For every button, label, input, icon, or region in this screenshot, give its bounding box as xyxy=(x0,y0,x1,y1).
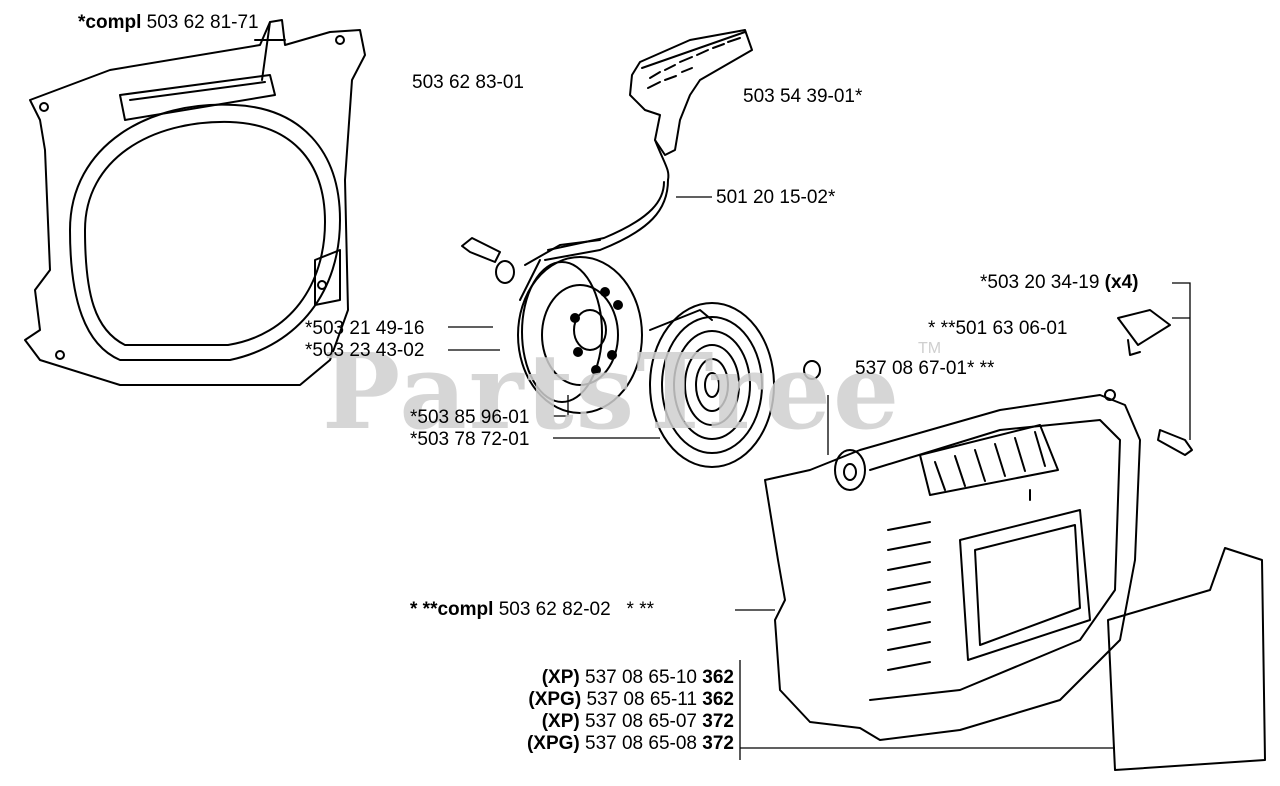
decal-variant: (XP) xyxy=(541,667,580,688)
cover-compl-label[interactable]: * **compl 503 62 82-02 * ** xyxy=(410,599,654,621)
housing-compl-prefix: *compl xyxy=(78,12,142,33)
decal-model: 362 xyxy=(702,689,734,710)
decal-model: 372 xyxy=(702,711,734,732)
rope-label[interactable]: 501 20 15-02* xyxy=(716,187,836,208)
decal-model: 372 xyxy=(702,733,734,754)
grommet-label[interactable]: * **501 63 06-01 xyxy=(928,318,1068,339)
partstree-watermark: PartsTree xyxy=(322,330,902,453)
decal-list: (XP) 537 08 65-10 362 (XPG) 537 08 65-11… xyxy=(470,667,734,755)
screw-top-label[interactable]: *503 20 34-19 (x4) xyxy=(980,272,1138,294)
decal-number: 537 08 65-11 xyxy=(586,689,698,710)
cover-compl-suffix: * ** xyxy=(626,599,655,620)
housing-compl-number: 503 62 81-71 xyxy=(146,12,259,33)
decal-variant: (XPG) xyxy=(526,733,580,754)
decal-row[interactable]: (XPG) 537 08 65-08 372 xyxy=(470,733,734,755)
screw-top-number: *503 20 34-19 xyxy=(980,272,1100,293)
trademark-mark: TM xyxy=(918,340,942,357)
handle-label[interactable]: 503 54 39-01* xyxy=(743,86,863,107)
handle-group-label[interactable]: 503 62 83-01 xyxy=(412,72,524,93)
spring-b-label[interactable]: *503 78 72-01 xyxy=(410,429,530,450)
decal-row[interactable]: (XPG) 537 08 65-11 362 xyxy=(470,689,734,711)
decal-drawing xyxy=(1107,547,1266,771)
spring-a-label[interactable]: *503 85 96-01 xyxy=(410,407,530,428)
decal-model: 362 xyxy=(702,667,734,688)
leader-lines xyxy=(448,196,1191,760)
starter-handle-drawing xyxy=(544,29,753,261)
screw-left-a-label[interactable]: *503 21 49-16 xyxy=(305,318,425,339)
bushing-label[interactable]: 537 08 67-01* ** xyxy=(855,358,995,379)
decal-number: 537 08 65-08 xyxy=(585,733,698,754)
starter-cover-drawing xyxy=(764,389,1141,741)
cover-compl-prefix: * **compl xyxy=(410,599,494,620)
fan-housing-drawing xyxy=(24,19,366,386)
housing-compl-label[interactable]: *compl 503 62 81-71 xyxy=(78,12,259,34)
starter-pulley-drawing xyxy=(461,237,643,414)
decal-row[interactable]: (XP) 537 08 65-07 372 xyxy=(470,711,734,733)
grommet-and-bolt-drawing xyxy=(1117,309,1193,456)
screw-left-b-label[interactable]: *503 23 43-02 xyxy=(305,340,425,361)
decal-number: 537 08 65-07 xyxy=(585,711,698,732)
screw-top-qty: (x4) xyxy=(1104,272,1139,293)
decal-variant: (XPG) xyxy=(528,689,582,710)
rewind-spring-drawing xyxy=(649,302,866,491)
decal-row[interactable]: (XP) 537 08 65-10 362 xyxy=(470,667,734,689)
decal-variant: (XP) xyxy=(541,711,580,732)
decal-number: 537 08 65-10 xyxy=(585,667,698,688)
cover-compl-number: 503 62 82-02 xyxy=(498,599,611,620)
